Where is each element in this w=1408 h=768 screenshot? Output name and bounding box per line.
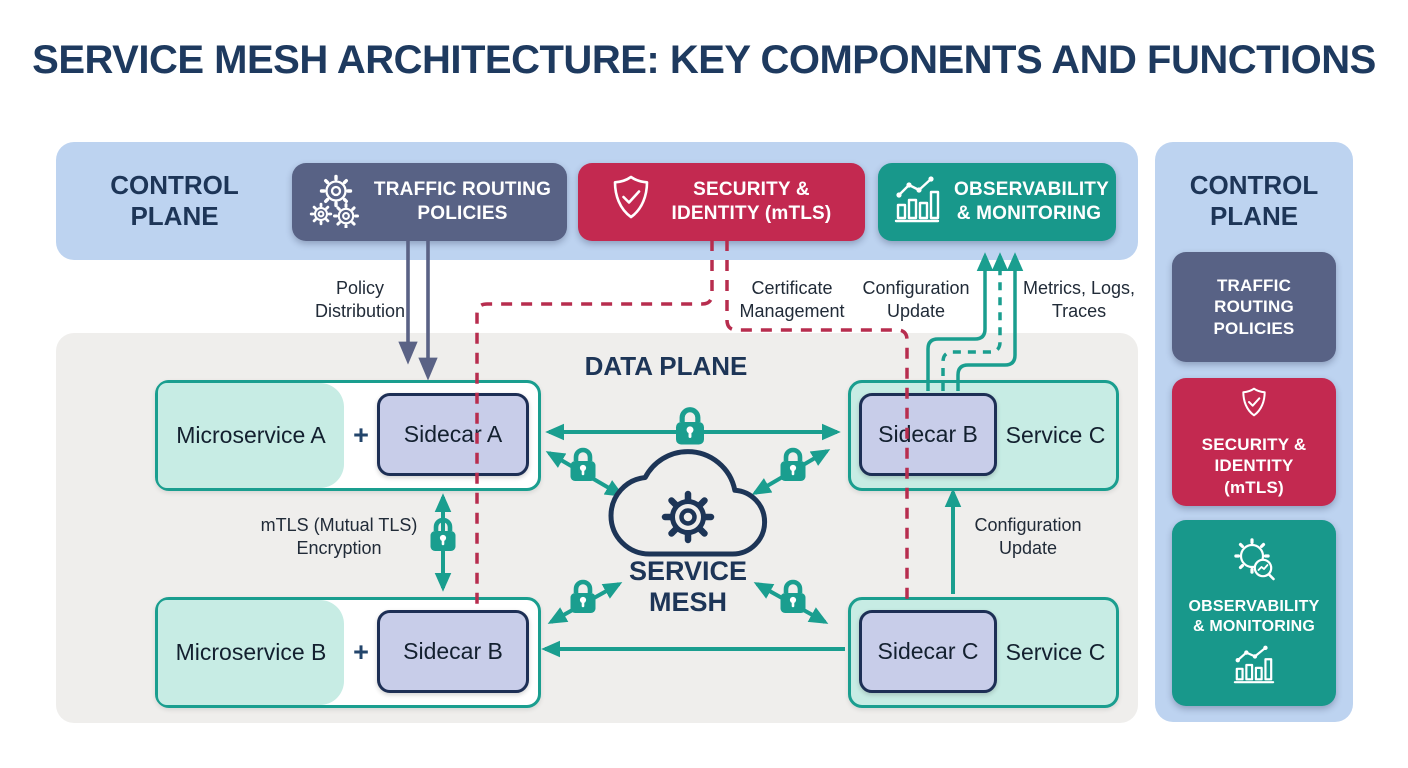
certificate-management-label: Certificate Management [739, 278, 845, 321]
microservice-a-node: Microservice A + Sidecar A [155, 380, 541, 491]
traffic-routing-policies-box: TRAFFIC ROUTING POLICIES [292, 163, 567, 241]
service-c-top-label: Service C [1005, 422, 1106, 448]
control-plane-top-title: CONTROL PLANE [110, 170, 239, 231]
microservice-a-area: Microservice A [158, 383, 344, 488]
configuration-update-top-label: Configuration Update [862, 278, 970, 321]
shield-check-icon [1237, 386, 1271, 427]
control-plane-sidebar-title: CONTROL PLANE [1189, 170, 1319, 231]
security-identity-box: SECURITY & IDENTITY (mTLS) [578, 163, 865, 241]
gear-magnifier-icon [1226, 535, 1282, 590]
shield-check-icon [606, 173, 656, 232]
microservice-a-label: Microservice A [176, 422, 326, 448]
microservice-b-area: Microservice B [158, 600, 344, 705]
data-plane-title: DATA PLANE [584, 351, 748, 381]
sidecar-b-left-box: Sidecar B [377, 610, 529, 693]
security-identity-label: SECURITY & IDENTITY (mTLS) [671, 179, 832, 224]
sidecar-a-box: Sidecar A [377, 393, 529, 476]
plus-sign: + [353, 420, 369, 450]
mtls-encryption-label: mTLS (Mutual TLS) Encryption [260, 515, 418, 558]
microservice-b-node: Microservice B + Sidecar B [155, 597, 541, 708]
observability-monitoring-label: OBSERVABILITY & MONITORING [954, 179, 1109, 224]
sidebar-observability-box: OBSERVABILITY & MONITORING [1172, 520, 1336, 706]
sidebar-observability-label: OBSERVABILITY & MONITORING [1188, 597, 1320, 635]
configuration-update-side-label: Configuration Update [974, 515, 1082, 558]
metrics-logs-traces-label: Metrics, Logs, Traces [1022, 278, 1136, 321]
service-c-bottom-node: Sidecar C Service C [848, 597, 1119, 708]
sidecar-c-box: Sidecar C [859, 610, 997, 693]
sidebar-traffic-routing-label: TRAFFIC ROUTING POLICIES [1213, 275, 1295, 338]
page-title: SERVICE MESH ARCHITECTURE: KEY COMPONENT… [32, 38, 1376, 82]
policy-distribution-label: Policy Distribution [314, 278, 406, 321]
service-c-top-node: Sidecar B Service C [848, 380, 1119, 491]
control-plane-sidebar: CONTROL PLANE TRAFFIC ROUTING POLICIES S… [1155, 142, 1353, 722]
traffic-routing-policies-label: TRAFFIC ROUTING POLICIES [373, 179, 552, 224]
sidecar-b-right-box: Sidecar B [859, 393, 997, 476]
plus-sign: + [353, 637, 369, 667]
gears-icon [308, 172, 364, 233]
metrics-chart-icon [890, 173, 944, 232]
bar-chart-icon [1228, 644, 1280, 691]
service-mesh-label: SERVICE MESH [628, 556, 748, 618]
sidebar-traffic-routing-box: TRAFFIC ROUTING POLICIES [1172, 252, 1336, 362]
sidebar-security-identity-box: SECURITY & IDENTITY (mTLS) [1172, 378, 1336, 506]
sidebar-security-identity-label: SECURITY & IDENTITY (mTLS) [1201, 434, 1307, 497]
control-plane-top-band: CONTROL PLANE [56, 142, 1138, 260]
microservice-b-label: Microservice B [175, 639, 327, 665]
observability-monitoring-box: OBSERVABILITY & MONITORING [878, 163, 1116, 241]
service-c-bottom-label: Service C [1005, 639, 1106, 665]
